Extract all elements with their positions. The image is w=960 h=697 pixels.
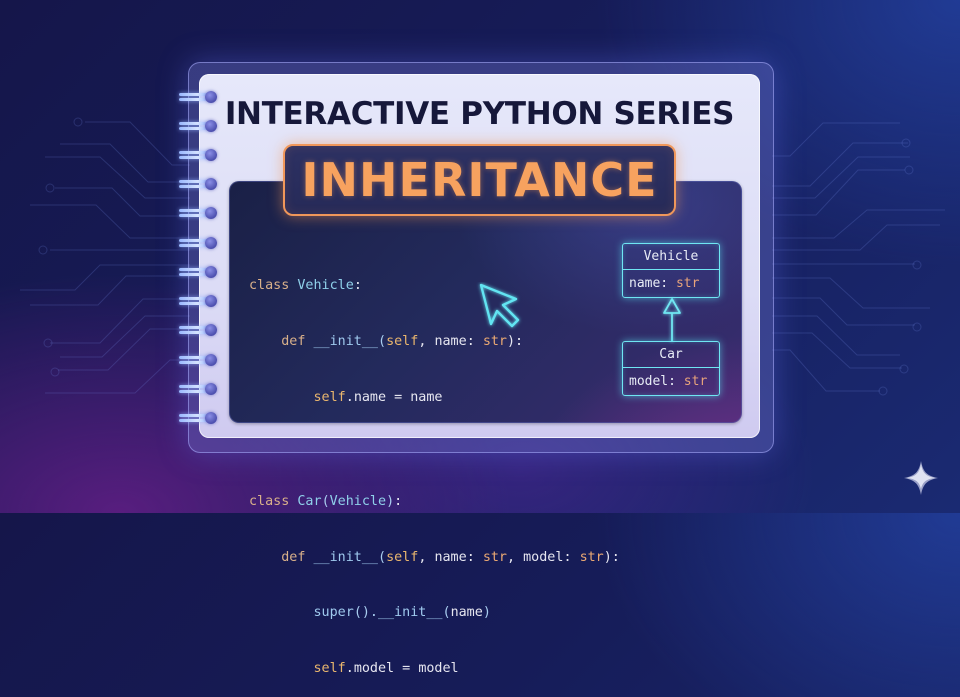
uml-class-name: Car: [623, 342, 719, 368]
code-line-8: self.model = model: [313, 661, 459, 677]
spiral-ring-icon: [179, 354, 219, 366]
code-listing: class Vehicle: def __init__(self, name: …: [249, 240, 620, 697]
spiral-ring-icon: [179, 207, 219, 219]
spiral-ring-icon: [179, 383, 219, 395]
spiral-ring-icon: [179, 120, 219, 132]
spiral-ring-icon: [179, 324, 219, 336]
spiral-ring-icon: [179, 178, 219, 190]
spiral-ring-icon: [179, 295, 219, 307]
inheritance-arrow-icon: [663, 298, 681, 342]
sparkle-icon: [904, 461, 938, 495]
uml-class-vehicle: Vehicle name: str: [622, 243, 720, 298]
topic-badge: INHERITANCE: [283, 144, 676, 216]
series-title: INTERACTIVE PYTHON SERIES: [224, 96, 735, 132]
uml-attribute: model: str: [629, 374, 708, 389]
spiral-ring-icon: [179, 149, 219, 161]
uml-class-name: Vehicle: [623, 244, 719, 270]
uml-attribute: name: str: [629, 276, 700, 291]
circuit-traces-decoration: [20, 117, 945, 396]
code-line-2: def __init__(self, name: str):: [281, 333, 524, 349]
code-line-6: def __init__(self, name: str, model: str…: [281, 549, 620, 565]
code-line-1: class Vehicle:: [249, 278, 362, 294]
spiral-ring-icon: [179, 91, 219, 103]
topic-title: INHERITANCE: [301, 153, 658, 207]
spiral-ring-icon: [179, 412, 219, 424]
code-line-3: self.name = name: [313, 389, 443, 405]
spiral-ring-icon: [179, 266, 219, 278]
uml-class-car: Car model: str: [622, 341, 720, 396]
mouse-pointer-icon: [479, 283, 520, 328]
spiral-ring-icon: [179, 237, 219, 249]
code-line-5: class Car(Vehicle):: [249, 493, 403, 509]
code-line-7: super().__init__(name): [313, 605, 491, 621]
